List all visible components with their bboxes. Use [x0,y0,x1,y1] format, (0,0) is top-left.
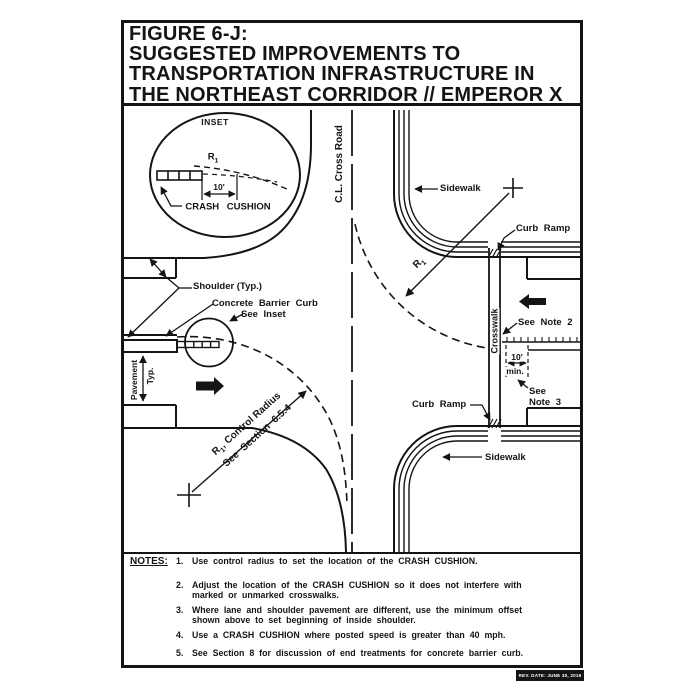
see-note-3-label: See Note 3 [529,386,562,408]
inset-radius-label: R1 [207,151,219,165]
inset-dimension-label: 10' [213,181,225,192]
title-line-3: TRANSPORTATION INFRASTRUCTURE IN [129,63,535,86]
se-road-edge [393,425,581,552]
notes-heading: NOTES: [130,556,168,567]
ne-sidewalk-lines [398,110,581,253]
median-barrier-right [502,337,581,351]
note-item-3: 3. Where lane and shoulder pavement are … [176,605,523,625]
left-road-shoulder-step-top [123,258,177,279]
offset-min-label: min. [505,365,525,376]
concrete-barrier-curb-label: Concrete Barrier Curb [212,298,318,309]
right-road-shoulder-step-bottom [526,407,581,426]
curb-ramp-label-top: Curb Ramp [516,223,571,234]
inset-dashed-edge [202,173,278,183]
inset-crash-cushion [156,170,203,181]
title-line-2: SUGGESTED IMPROVEMENTS TO [129,43,461,66]
concrete-barrier-curb-plan [122,339,178,353]
notes-divider [124,552,580,554]
left-road-bottom-edge [123,404,347,553]
revision-date-bar: REV. DATE: JUNE 30, 2016 [516,670,584,681]
traffic-arrow-right [196,377,224,395]
crosswalk-label: Crosswalk [489,307,499,355]
pavement-typ-label: Typ. [144,367,155,385]
cl-cross-road-label: C.L. Cross Road [334,125,345,203]
radius-center-mark-right [503,178,523,198]
note-item-5: 5. See Section 8 for discussion of end t… [176,648,524,658]
see-note-2-label: See Note 2 [518,317,573,328]
inset-circle [149,112,301,238]
figure-title: FIGURE 6-J: SUGGESTED IMPROVEMENTS TO TR… [129,24,577,105]
traffic-arrow-left [519,294,546,309]
offset-dim-extensions [505,345,529,377]
curb-ramp-label-bottom: Curb Ramp [412,399,467,410]
radius-center-mark-left [177,483,201,507]
note-item-2: 2. Adjust the location of the CRASH CUSH… [176,580,522,600]
offset-dimension-label: 10' [510,351,524,362]
sidewalk-label-bottom: Sidewalk [485,452,526,463]
title-divider [124,103,580,106]
radius-line-right [405,192,510,297]
shoulder-label: Shoulder (Typ.) [193,281,262,292]
sidewalk-label-top: Sidewalk [440,183,481,194]
inset-dashed-radius [193,165,290,191]
inset-title: INSET [201,116,229,127]
note-item-4: 4. Use a CRASH CUSHION where posted spee… [176,630,506,640]
title-line-4: THE NORTHEAST CORRIDOR // EMPEROR X [129,83,563,106]
ne-road-edge [393,110,581,258]
radius-line-left [191,390,307,493]
crash-cushion-plan [176,340,220,349]
pavement-label: Pavement [128,359,139,401]
inset-caption-leader [160,186,182,207]
title-line-1: FIGURE 6-J: [129,23,248,45]
see-inset-detail-circle [184,317,234,368]
right-road-shoulder-step-top [526,257,581,280]
control-radius-arc-right [354,223,488,349]
see-inset-label: See Inset [241,309,286,320]
inset-caption: CRASH CUSHION [185,201,271,213]
control-radius-arc-left [176,335,348,506]
left-road-top-edge [123,110,312,259]
callout-leaders [127,185,529,461]
se-sidewalk-lines [398,430,581,552]
inset-dim-extensions [201,174,238,200]
crosswalk-lines [488,248,501,428]
note-item-1: 1. Use control radius to set the locatio… [176,556,478,566]
curb-ramp-hatch-bottom [487,418,502,429]
